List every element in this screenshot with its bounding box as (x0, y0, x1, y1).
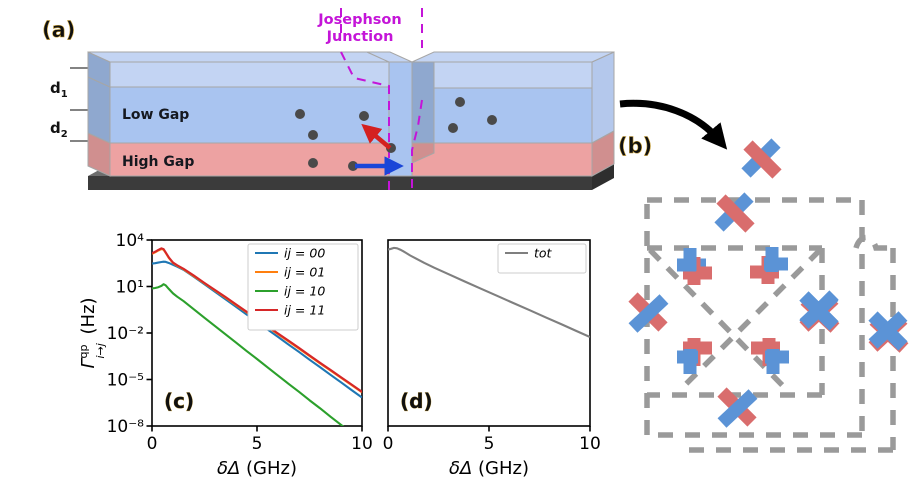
low-gap-text: Low Gap (122, 107, 189, 123)
legend-label: ij = 11 (284, 303, 325, 318)
pointer-arrow (619, 99, 728, 150)
d1-subscript: 1 (60, 89, 68, 100)
x-axis-label: δΔ (GHz) (217, 458, 297, 478)
panel-d: 0 5 10 δΔ (GHz) (d) tot (378, 228, 618, 478)
d1-symbol: d (50, 79, 61, 97)
marker-x-left-edge (628, 292, 669, 333)
panel-b-label: (b) (618, 134, 653, 159)
marker-x-far-right (868, 311, 909, 353)
x-axis-label: δΔ (GHz) (449, 458, 529, 478)
recombination-arrow (361, 123, 392, 150)
panel-b-lattice (628, 138, 909, 453)
legend-box (497, 243, 587, 274)
d2-subscript: 2 (60, 129, 68, 140)
junction-boundary-dashes (340, 8, 423, 192)
legend-box (247, 243, 359, 331)
panel-c: 0 5 10 10⁴ 10¹ 10⁻² 10⁻⁵ 10⁻⁸ δΔ (GHz) (c) ij = 00… (77, 228, 388, 478)
y-tick-label: 10⁻⁵ (107, 371, 144, 391)
thickness-d1-label: d1 (50, 79, 68, 100)
y-tick-label: 10⁻⁸ (107, 417, 145, 437)
layer-separators (110, 86, 592, 89)
marker-plus-left-upper (677, 248, 712, 285)
series-line-ij-10 (152, 283, 345, 426)
y-tick-label: 10⁴ (116, 231, 145, 251)
x-tick-label: 5 (484, 434, 495, 454)
x-tick-label: 0 (147, 434, 158, 454)
legend-label: ij = 10 (284, 284, 325, 299)
x-tick-label: 10 (579, 434, 601, 454)
panel-c-chart: 0 5 10 10⁴ 10¹ 10⁻² 10⁻⁵ 10⁻⁸ δΔ (GHz) (c) ij = 00… (77, 231, 373, 478)
josephson-junction-label: Josephson Junction (300, 12, 420, 46)
marker-plus-right-lower (751, 338, 789, 374)
jj-label-line2: Junction (326, 29, 394, 46)
jj-label-line1: Josephson (318, 12, 402, 28)
panel-d-chart: 0 5 10 δΔ (GHz) (d) tot (383, 239, 601, 478)
panel-a-drawing: Low Gap High Gap (70, 8, 615, 192)
x-tick-label: 0 (383, 434, 394, 454)
quasiparticle-dots (295, 97, 497, 171)
marker-x-bottom (717, 387, 758, 428)
series-line-ij-11 (152, 247, 362, 393)
lattice-dashed-lines (644, 197, 896, 453)
marker-plus-right-upper (750, 247, 788, 284)
legend-label: ij = 01 (284, 265, 325, 280)
series-line-tot (388, 246, 590, 338)
right-high-gap-layer (411, 142, 593, 177)
x-tick-label: 10 (351, 434, 373, 454)
marker-x-top (741, 138, 782, 179)
marker-x-right-mid (799, 290, 840, 333)
series-group (152, 247, 362, 426)
y-tick-label: 10¹ (116, 278, 144, 298)
panel-b: (b) (610, 130, 923, 478)
d2-symbol: d (50, 119, 61, 137)
thickness-d2-label: d2 (50, 119, 68, 140)
legend-label: ij = 00 (284, 246, 325, 261)
series-group (388, 246, 590, 338)
x-tick-label: 5 (252, 434, 263, 454)
legend-label: tot (534, 246, 553, 261)
panel-a: (a) Josephson Junction d1 d2 (0, 0, 620, 210)
marker-plus-left-lower (677, 338, 712, 374)
series-line-ij-00 (152, 260, 362, 399)
panel-a-label: (a) (42, 18, 76, 43)
high-gap-text: High Gap (122, 154, 194, 170)
marker-x-upper-mid (714, 192, 755, 233)
panel-letter: (c) (164, 389, 194, 413)
panel-letter: (d) (400, 389, 433, 413)
y-tick-label: 10⁻² (107, 324, 144, 344)
